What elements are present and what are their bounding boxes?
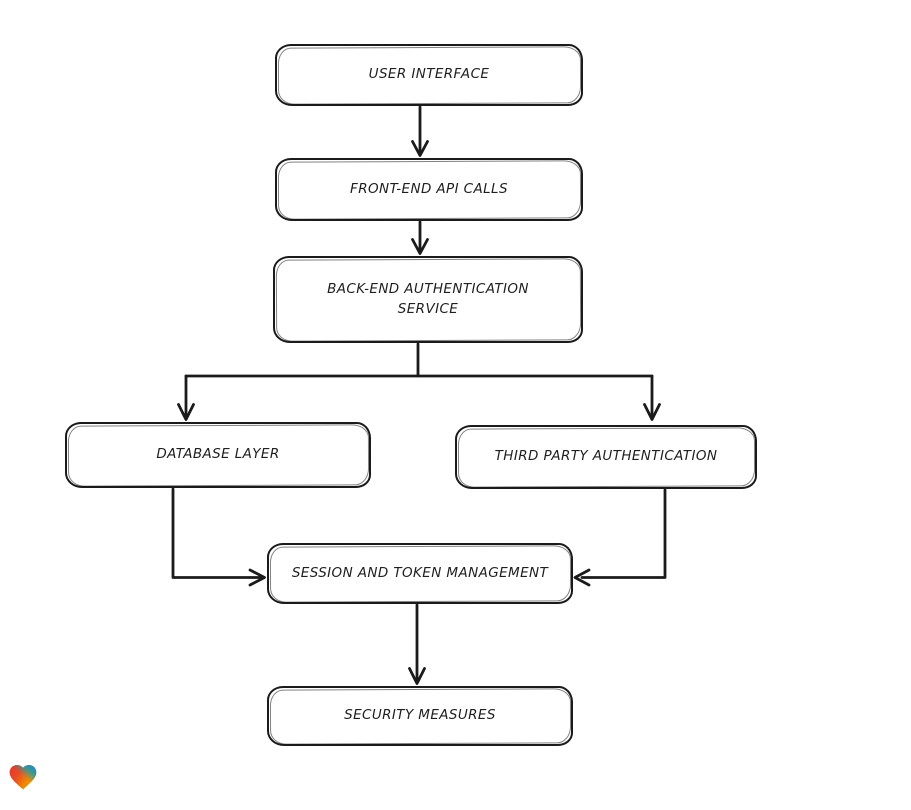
node-user-interface[interactable]: USER INTERFACE [275, 44, 583, 106]
node-front-end-api-calls[interactable]: FRONT-END API CALLS [275, 158, 583, 221]
node-label: FRONT-END API CALLS [350, 180, 508, 197]
node-label: SESSION AND TOKEN MANAGEMENT [291, 564, 549, 581]
heart-icon [9, 765, 37, 790]
node-session-and-token-management[interactable]: SESSION AND TOKEN MANAGEMENT [267, 543, 573, 604]
node-security-measures[interactable]: SECURITY MEASURES [267, 686, 573, 746]
edge-database-to-session [171, 487, 266, 587]
node-database-layer[interactable]: DATABASE LAYER [65, 422, 371, 488]
edge-ui-to-frontend [411, 105, 429, 157]
edge-session-to-security [408, 603, 426, 685]
node-label: BACK-END AUTHENTICATION SERVICE [327, 280, 529, 317]
node-label: SECURITY MEASURES [344, 707, 496, 724]
edge-frontend-to-backend [411, 220, 429, 255]
node-third-party-authentication[interactable]: THIRD PARTY AUTHENTICATION [455, 425, 757, 489]
node-label: THIRD PARTY AUTHENTICATION [494, 448, 718, 465]
node-label: DATABASE LAYER [156, 446, 280, 463]
edge-backend-branch [177, 342, 661, 421]
brand-watermark[interactable] [7, 761, 39, 793]
edge-thirdparty-to-session [573, 488, 667, 587]
node-back-end-authentication-service[interactable]: BACK-END AUTHENTICATION SERVICE [273, 256, 583, 343]
node-label: USER INTERFACE [368, 66, 490, 83]
